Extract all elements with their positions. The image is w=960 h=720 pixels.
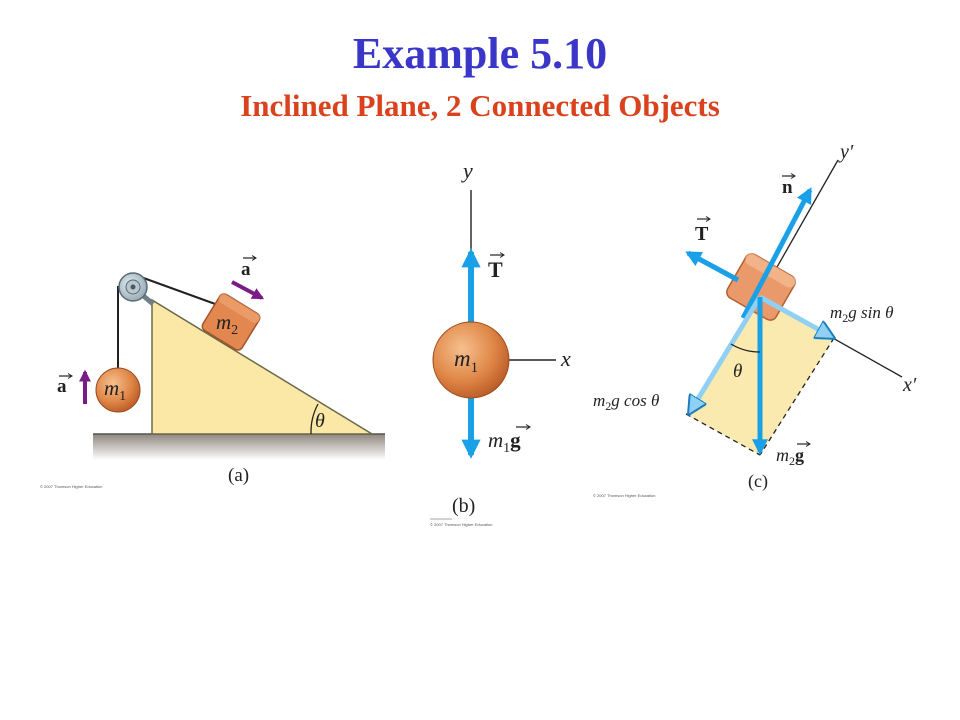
panel-a: m2 m1 a a θ (a) © 2007 Thomson Higher Ed…	[40, 255, 385, 489]
tension-label-b: T	[488, 257, 503, 282]
perp-component-label: m2g cos θ	[593, 391, 659, 413]
angle-label-c: θ	[733, 361, 742, 382]
caption-a: (a)	[228, 465, 249, 486]
string-incline	[137, 275, 230, 310]
copyright-b: © 2007 Thomson Higher Education	[430, 522, 492, 527]
weight-label-b: m1g	[488, 428, 521, 456]
parallel-component-label: m2g sin θ	[830, 303, 893, 325]
caption-c: (c)	[748, 471, 768, 492]
mass2-label: m2	[216, 310, 238, 338]
incline-ramp	[151, 298, 375, 435]
slide-title: Example 5.10	[352, 29, 608, 78]
pulley-axle	[130, 284, 136, 290]
ground	[93, 434, 385, 460]
tension-arrow-c	[685, 250, 740, 283]
mass-label-b: m1	[454, 346, 478, 376]
axis-x-label-b: x	[560, 346, 571, 371]
weight-label-c: m2g	[776, 445, 804, 468]
panel-c: y′ x′ n T θ m2g sin θ m2g cos θ m2g (c) …	[593, 141, 917, 498]
angle-arc-a	[310, 403, 319, 435]
copyright-a: © 2007 Thomson Higher Education	[40, 484, 102, 489]
normal-label: n	[782, 177, 793, 198]
normal-arrow	[740, 187, 813, 320]
tension-label-c: T	[695, 223, 709, 245]
axis-y-label-b: y	[461, 158, 473, 183]
axis-x-label-c: x′	[902, 374, 917, 396]
panel-b: y x T m1 m1g (b) © 2007 Thomson Higher E…	[430, 158, 571, 527]
angle-arc-c	[730, 343, 761, 353]
copyright-c: © 2007 Thomson Higher Education	[593, 493, 655, 498]
axis-y-label-c: y′	[838, 141, 854, 163]
ball-m1	[95, 367, 141, 413]
caption-b: (b)	[452, 495, 475, 517]
accel-label-m1: a	[57, 376, 67, 397]
block-m2	[201, 293, 261, 351]
accel-arrow-m2	[231, 280, 265, 300]
mass1-label: m1	[104, 376, 126, 404]
accel-label-m2: a	[241, 259, 251, 280]
angle-label-a: θ	[315, 410, 325, 432]
parallel-component-arrow	[758, 294, 832, 337]
perp-component-arrow	[690, 295, 763, 412]
ball-m1-b	[432, 321, 510, 399]
slide-subtitle: Inclined Plane, 2 Connected Objects	[240, 88, 720, 123]
